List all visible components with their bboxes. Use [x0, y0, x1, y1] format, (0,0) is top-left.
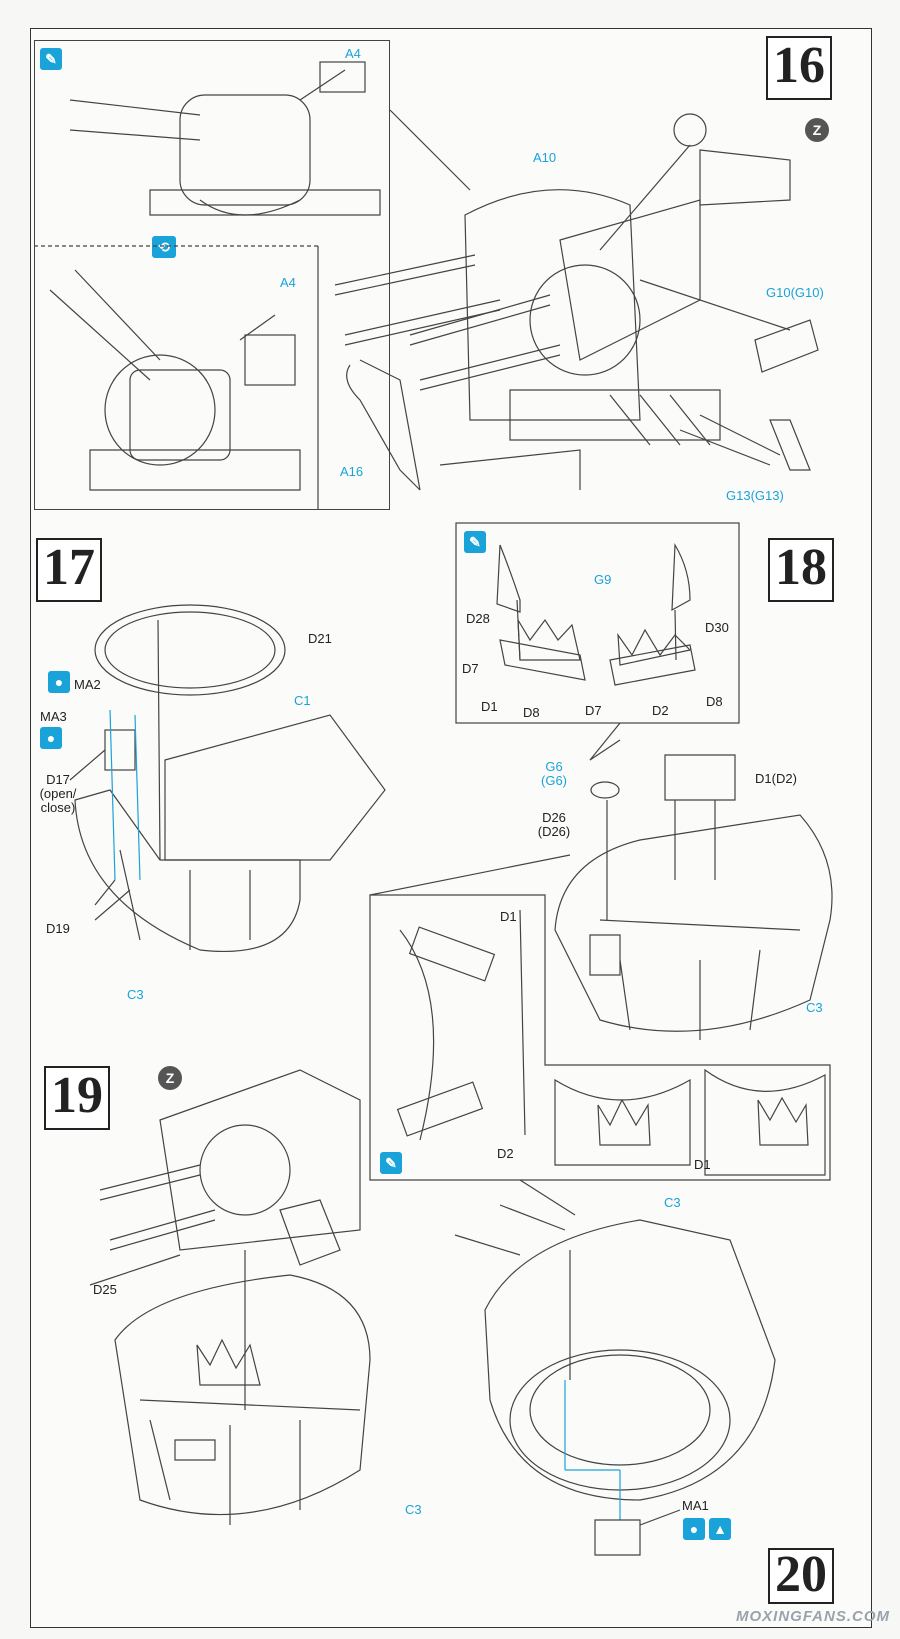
brush-icon-step18: ✎: [464, 531, 486, 553]
step-number-16: 16: [766, 36, 832, 100]
step-number-20: 20: [768, 1548, 834, 1604]
label-d17-note1: (open/: [39, 786, 77, 801]
label-c1: C1: [294, 693, 311, 708]
label-d17-code: D17: [46, 772, 70, 787]
label-d26-alt: (D26): [537, 824, 571, 839]
label-a4-top: A4: [345, 46, 361, 61]
paint-drop-icon-ma1: ●: [683, 1518, 705, 1540]
arrow-up-icon: ▲: [709, 1518, 731, 1540]
label-d1-inset: D1: [694, 1157, 711, 1172]
label-g9: G9: [594, 572, 612, 587]
label-d8-right: D8: [706, 694, 723, 709]
label-d7-left: D7: [462, 661, 479, 676]
label-c3-step17: C3: [127, 987, 144, 1002]
label-d2-right: D2: [652, 703, 669, 718]
label-g10: G10(G10): [766, 285, 824, 300]
label-a16: A16: [340, 464, 364, 479]
paint-drop-icon-ma2: ●: [48, 671, 70, 693]
z-badge-icon-step19: Z: [158, 1066, 182, 1090]
step16-inset-box: [34, 40, 390, 510]
z-badge-icon: Z: [805, 118, 829, 142]
label-d8-left: D8: [523, 705, 540, 720]
label-d2-detail: D2: [497, 1146, 514, 1161]
label-d7-right: D7: [585, 703, 602, 718]
label-d1-detail: D1: [500, 909, 517, 924]
instruction-sheet: [30, 28, 872, 1628]
label-d19: D19: [46, 921, 70, 936]
label-g6: G6 (G6): [538, 760, 570, 788]
label-d17-note2: close): [40, 800, 76, 815]
label-c3-step20: C3: [664, 1195, 681, 1210]
label-a4-bottom: A4: [280, 275, 296, 290]
label-ma3: MA3: [40, 709, 67, 724]
label-g6-code: G6: [545, 759, 563, 774]
label-ma1: MA1: [682, 1498, 709, 1513]
paint-drop-icon-ma3: ●: [40, 727, 62, 749]
label-d30: D30: [705, 620, 729, 635]
label-d28: D28: [466, 611, 490, 626]
step-number-18: 18: [768, 538, 834, 602]
step-number-19: 19: [44, 1066, 110, 1130]
label-a10: A10: [533, 150, 557, 165]
label-d26: D26 (D26): [536, 811, 572, 839]
label-d17: D17 (open/ close): [38, 773, 78, 815]
label-d26-code: D26: [542, 810, 566, 825]
rotate-icon: ⟲: [152, 236, 176, 258]
label-ma2: MA2: [74, 677, 101, 692]
brush-icon: ✎: [40, 48, 62, 70]
label-g13: G13(G13): [726, 488, 784, 503]
watermark: MOXINGFANS.COM: [735, 1608, 890, 1625]
label-g6-alt: (G6): [541, 773, 567, 788]
label-d21: D21: [308, 631, 332, 646]
label-d1-left: D1: [481, 699, 498, 714]
label-d1d2: D1(D2): [755, 771, 797, 786]
brush-icon-detail: ✎: [380, 1152, 402, 1174]
label-c3-step18: C3: [806, 1000, 823, 1015]
label-c3-step19: C3: [405, 1502, 422, 1517]
label-d25: D25: [93, 1282, 117, 1297]
step-number-17: 17: [36, 538, 102, 602]
